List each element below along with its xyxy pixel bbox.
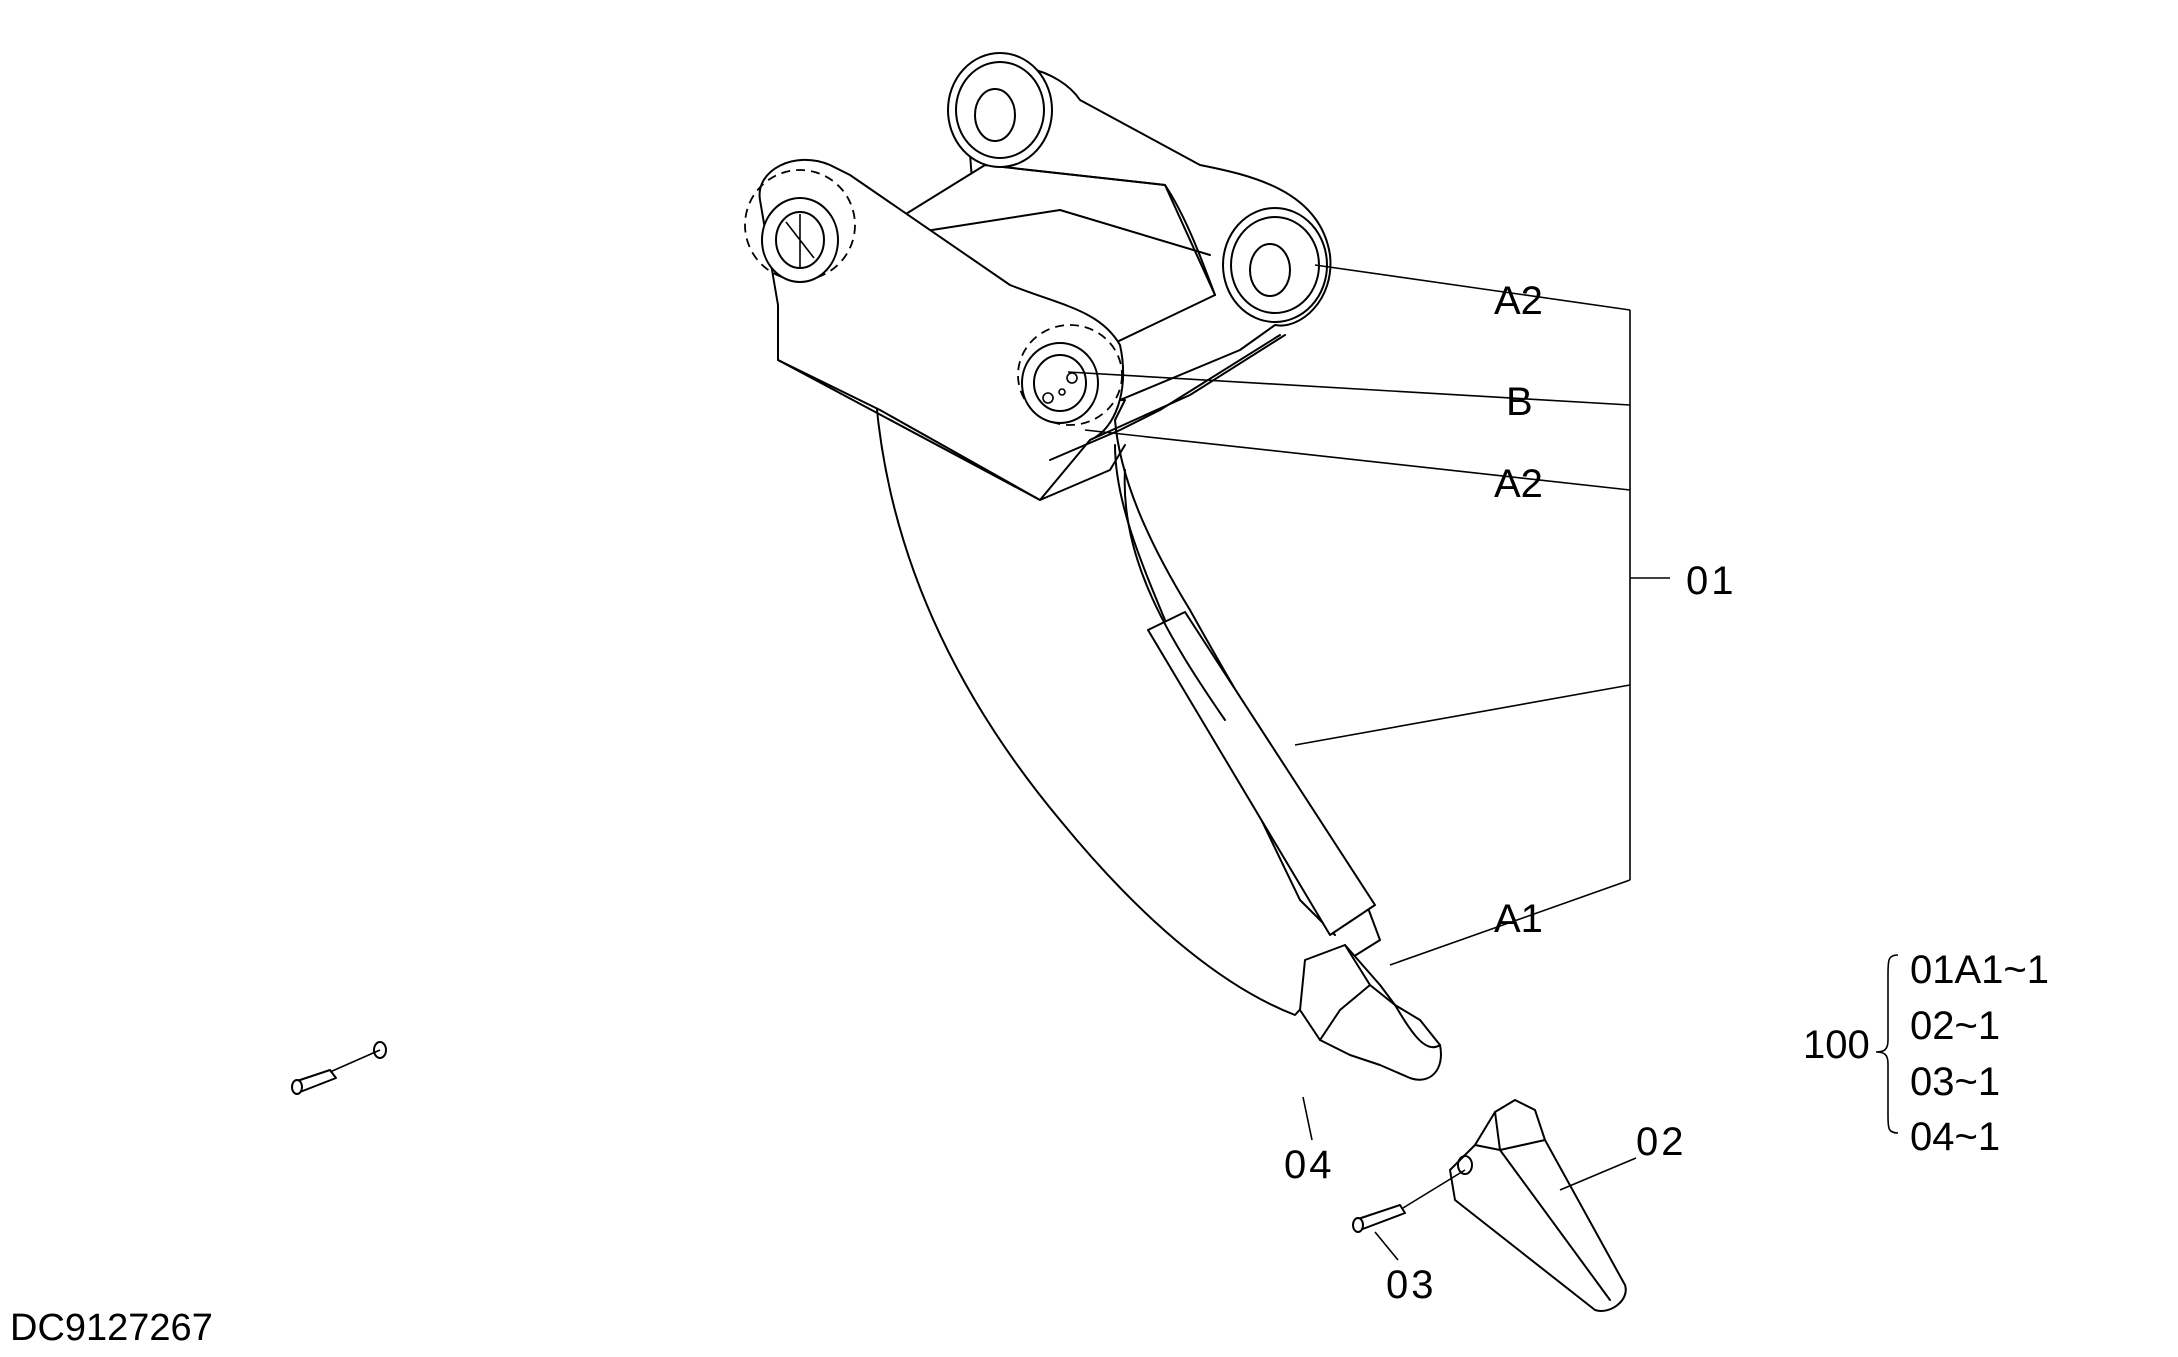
part-03-pin [1352, 1169, 1466, 1233]
part-02-tooth [1449, 1099, 1627, 1312]
assembly-item-2: 02~1 [1910, 1004, 2000, 1048]
adapter-body [1299, 944, 1442, 1081]
leader-shank [1294, 684, 1631, 746]
diagram-id: DC9127267 [10, 1307, 213, 1349]
assembly-brace [1875, 954, 1899, 1134]
pin-boss-right [1222, 207, 1328, 323]
label-b: B [1506, 380, 1533, 424]
assembly-list: 100 01A1~1 02~1 03~1 04~1 [1803, 948, 2049, 1159]
leader-03 [1374, 1231, 1399, 1261]
front-plate-bottom [777, 359, 1126, 501]
assembly-number: 100 [1803, 1023, 1870, 1067]
front-plate-step2 [1089, 334, 1286, 441]
top-fold [984, 164, 1216, 296]
top-inner [899, 209, 1211, 256]
label-a1: A1 [1494, 897, 1543, 941]
part-04-pin [291, 1041, 387, 1095]
label-a2-top: A2 [1494, 279, 1543, 323]
label-02: 02 [1636, 1120, 1687, 1164]
tip-adapter [1299, 944, 1442, 1081]
leader-lines [1067, 264, 1899, 1261]
label-04: 04 [1284, 1143, 1335, 1187]
shank-curve [1123, 469, 1226, 721]
label-a2-mid: A2 [1494, 462, 1543, 506]
label-03: 03 [1386, 1263, 1437, 1307]
assembly-item-3: 03~1 [1910, 1060, 2000, 1104]
pin-boss-left-upper [744, 169, 856, 283]
leader-a1 [1389, 879, 1631, 966]
leader-a2-mid [1084, 429, 1631, 491]
leader-02 [1559, 1157, 1637, 1191]
pin-boss-top [947, 52, 1053, 168]
shank-front-edge [1114, 444, 1336, 936]
mount-bracket [744, 52, 1332, 501]
ripper-shank [875, 399, 1381, 1016]
assembly-item-4: 04~1 [1910, 1115, 2000, 1159]
front-plate-step [1049, 334, 1281, 461]
callout-labels: A2 B A2 01 A1 04 02 03 [1284, 279, 1737, 1307]
shank-front-plate [1147, 611, 1376, 936]
shank-outline [875, 399, 1381, 1016]
adapter-nose [1394, 1004, 1441, 1049]
adapter-edge [1319, 944, 1396, 1041]
leader-b [1067, 371, 1631, 406]
leader-04 [1302, 1096, 1313, 1141]
label-01: 01 [1686, 559, 1737, 603]
leader-a2-top [1314, 264, 1631, 311]
assembly-item-1: 01A1~1 [1910, 948, 2049, 992]
